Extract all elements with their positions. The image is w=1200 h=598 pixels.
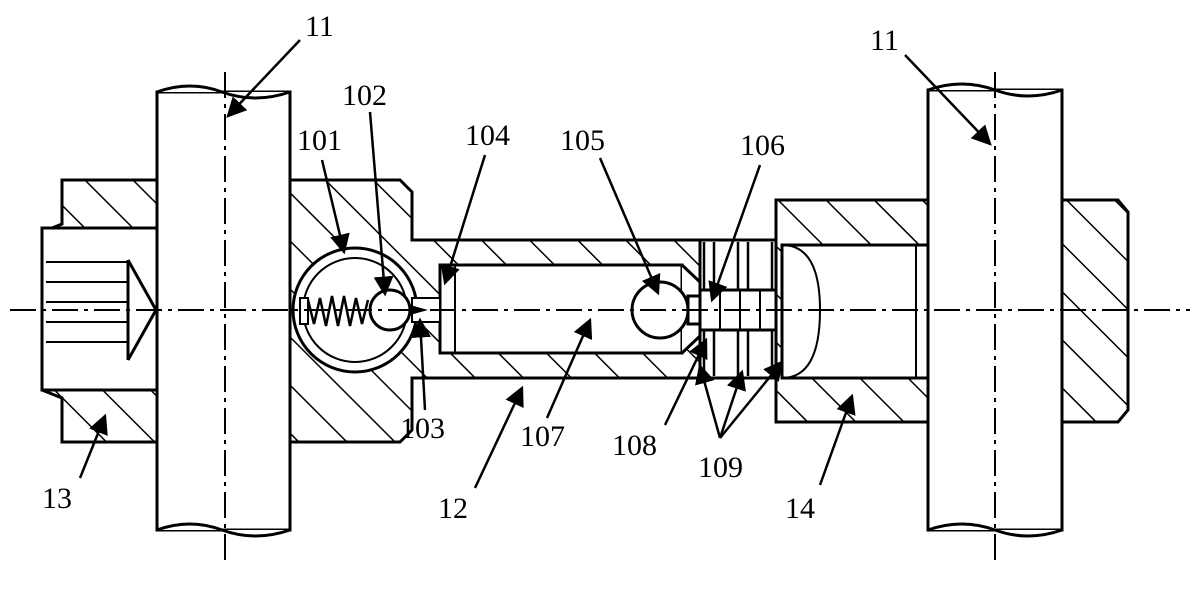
label-11-left: 11 [305,10,334,43]
reference-labels: 11 11 101 102 103 104 105 106 107 108 10… [42,10,899,525]
center-lines [10,72,1190,560]
label-106: 106 [740,129,785,162]
label-11-right: 11 [870,24,899,57]
label-107: 107 [520,420,565,453]
label-104: 104 [465,119,510,152]
label-13: 13 [42,482,72,515]
label-103: 103 [400,412,445,445]
label-108: 108 [612,429,657,462]
label-101: 101 [297,124,342,157]
leader-lines [78,39,992,489]
label-102: 102 [342,79,387,112]
label-105: 105 [560,124,605,157]
label-109: 109 [698,451,743,484]
seat-103 [410,305,428,315]
label-14: 14 [785,492,815,525]
label-12: 12 [438,492,468,525]
